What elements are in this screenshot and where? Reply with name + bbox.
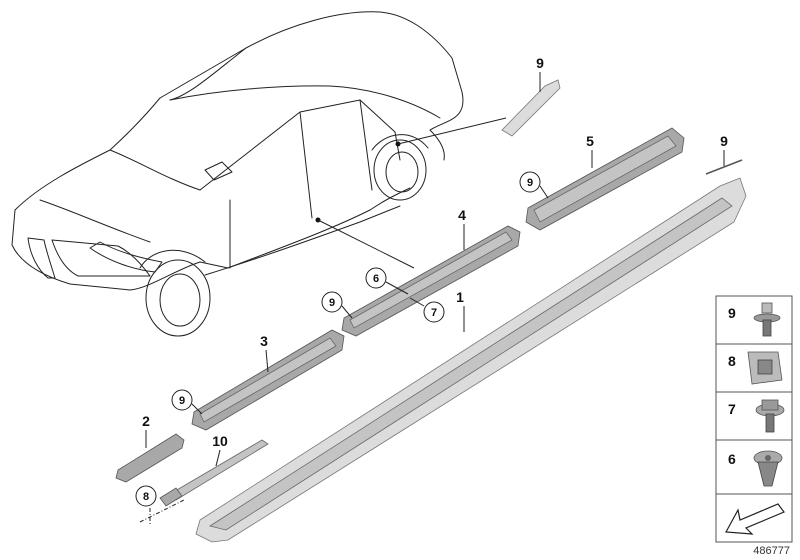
part-3-bracket [191,329,345,431]
svg-text:8: 8 [143,491,149,503]
callout-11: 9 [536,55,544,71]
callout-9-circle-a: 9 [519,171,549,199]
svg-text:7: 7 [431,307,437,319]
callout-9-circle-b: 9 [321,291,353,319]
callout-10: 9 [720,133,728,149]
callout-3: 3 [260,333,268,349]
reference-number: 486777 [753,545,790,557]
svg-text:9: 9 [329,297,335,309]
svg-text:9: 9 [527,177,533,189]
parts-legend: 9 8 7 6 [715,295,793,543]
part-4-bracket [341,225,521,337]
expanding-rivet-icon [753,450,783,487]
callout-1: 1 [456,289,464,305]
part-1-sill-cover [195,177,747,543]
part-11-trim-strip [501,79,561,137]
hex-screw-icon [755,399,785,433]
arrow-left-down-icon [725,503,785,535]
svg-text:9: 9 [179,395,185,407]
callout-9-circle-c: 9 [171,389,203,415]
callout-7-circle: 7 [409,297,445,323]
callout-4: 4 [458,207,466,223]
legend-label-9: 9 [728,305,736,321]
part-10-trim [705,159,743,175]
screw-clip-icon [753,302,781,337]
callout-12: 10 [212,433,228,449]
callout-2: 2 [142,413,150,429]
callout-8-circle: 8 [135,485,157,507]
callout-5: 5 [586,133,594,149]
legend-label-6: 6 [728,451,736,467]
clip-nut-icon [747,351,783,385]
part-2-bracket [115,433,185,483]
part-12-strip [159,439,269,507]
svg-text:6: 6 [373,273,379,285]
car-outline [11,11,464,337]
legend-label-7: 7 [728,401,736,417]
callout-6-circle: 6 [365,267,409,295]
legend-label-8: 8 [728,353,736,369]
part-5-bracket [525,127,685,231]
